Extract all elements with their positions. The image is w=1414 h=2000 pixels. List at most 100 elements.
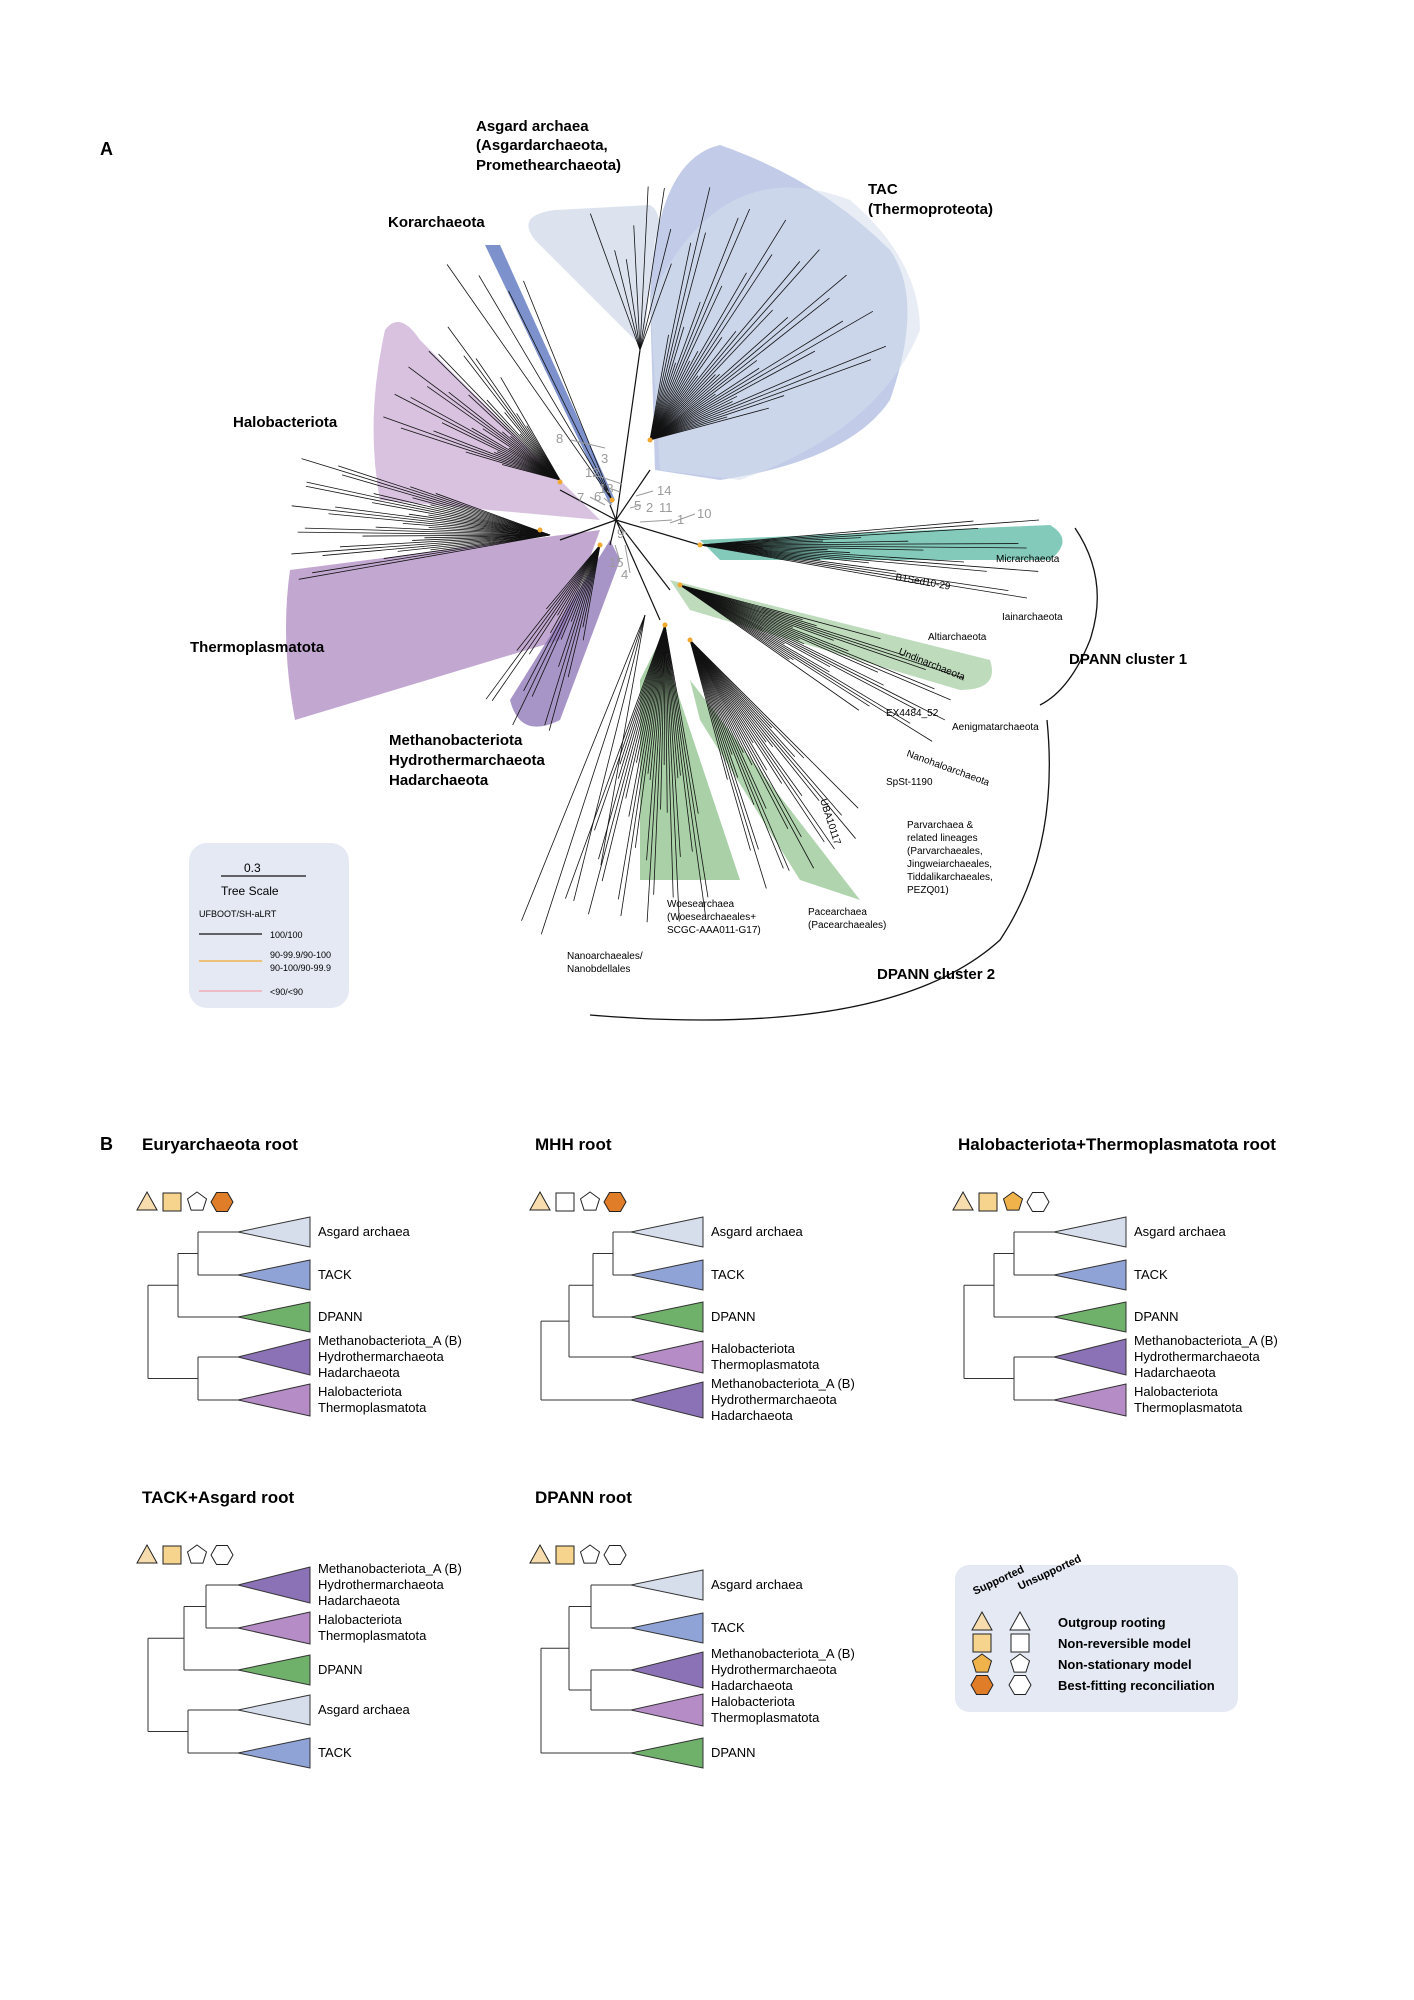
methano-label: Methanobacteriota Hydrothermarchaeota Ha… bbox=[389, 732, 546, 789]
tree-branch bbox=[568, 1284, 631, 1358]
clade-triangle bbox=[630, 1651, 704, 1689]
pentagon-icon bbox=[579, 1544, 601, 1564]
clade-triangle bbox=[630, 1569, 704, 1601]
node-14: 14 bbox=[657, 483, 671, 498]
svg-text:Hydrothermarchaeota: Hydrothermarchaeota bbox=[389, 752, 546, 769]
svg-text:(Parvarchaeales,: (Parvarchaeales, bbox=[907, 846, 983, 857]
clade-label: TACK bbox=[711, 1267, 745, 1282]
clade-triangle bbox=[1053, 1259, 1127, 1291]
rooting-tree: Halobacteriota+Thermoplasmatota rootAsga… bbox=[952, 1135, 1278, 1417]
micrarchaeota-label: Micrarchaeota bbox=[996, 554, 1060, 565]
clade-label: TACK bbox=[1134, 1267, 1168, 1282]
clade-triangle bbox=[237, 1694, 311, 1726]
clade-triangle bbox=[1053, 1301, 1127, 1333]
node-4: 4 bbox=[621, 567, 628, 582]
tree-branch bbox=[147, 1637, 188, 1732]
tree-branch bbox=[963, 1284, 1014, 1379]
clade-label: DPANN bbox=[318, 1309, 363, 1324]
clade-label: Hydrothermarchaeota bbox=[711, 1662, 837, 1677]
svg-text:90-99.9/90-100: 90-99.9/90-100 bbox=[270, 950, 331, 960]
square-icon bbox=[555, 1192, 575, 1212]
pentagon-icon bbox=[186, 1544, 208, 1564]
spsti-label: SpSt-1190 bbox=[886, 777, 933, 788]
tree-branch bbox=[540, 1647, 631, 1754]
legend-row-outgroup: Outgroup rooting bbox=[1058, 1615, 1166, 1630]
symbol-legend: Supported Unsupported Outgroup rooting N… bbox=[955, 1553, 1238, 1712]
svg-text:(Asgardarchaeota,: (Asgardarchaeota, bbox=[476, 137, 608, 154]
uba-label: UBA10117 bbox=[817, 798, 842, 847]
hexagon-icon bbox=[1026, 1192, 1050, 1212]
svg-text:Methanobacteriota: Methanobacteriota bbox=[389, 732, 523, 749]
square-icon bbox=[162, 1192, 182, 1212]
pentagon-icon bbox=[1009, 1653, 1031, 1673]
clade-label: Halobacteriota bbox=[711, 1694, 796, 1709]
node-6: 6 bbox=[594, 489, 601, 504]
clade-label: Halobacteriota bbox=[318, 1384, 403, 1399]
triangle-icon bbox=[136, 1190, 158, 1211]
clade-triangle bbox=[237, 1654, 311, 1686]
clade-label: Methanobacteriota_A (B) bbox=[711, 1646, 855, 1661]
triangle-icon bbox=[529, 1190, 551, 1211]
clade-triangle bbox=[1053, 1216, 1127, 1248]
clade-label: Asgard archaea bbox=[1134, 1224, 1227, 1239]
svg-text:Tiddalikarchaeales,: Tiddalikarchaeales, bbox=[907, 872, 993, 883]
svg-text:PEZQ01): PEZQ01) bbox=[907, 885, 949, 896]
clade-label: TACK bbox=[711, 1620, 745, 1635]
square-icon bbox=[1010, 1633, 1030, 1653]
clade-label: Hadarchaeota bbox=[318, 1593, 400, 1608]
hexagon-icon bbox=[970, 1675, 994, 1695]
triangle-icon bbox=[136, 1543, 158, 1564]
altiarchaeota-label: Altiarchaeota bbox=[928, 632, 987, 643]
tree-branch bbox=[183, 1606, 238, 1671]
clade-triangle bbox=[630, 1340, 704, 1374]
clade-label: Hydrothermarchaeota bbox=[318, 1577, 444, 1592]
clade-triangle bbox=[237, 1383, 311, 1417]
tree-title: DPANN root bbox=[535, 1488, 632, 1507]
aenigmatarchaeota-label: Aenigmatarchaeota bbox=[952, 722, 1039, 733]
clade-triangle bbox=[1053, 1338, 1127, 1376]
clade-label: TACK bbox=[318, 1267, 352, 1282]
node-13: 13 bbox=[599, 481, 613, 496]
svg-text:Asgard archaea: Asgard archaea bbox=[476, 118, 589, 135]
svg-text:Jingweiarchaeales,: Jingweiarchaeales, bbox=[907, 859, 992, 870]
clade-triangle bbox=[630, 1301, 704, 1333]
clade-triangle bbox=[630, 1259, 704, 1291]
clade-label: Thermoplasmatota bbox=[711, 1357, 820, 1372]
b1sed-label: B1Sed10-29 bbox=[894, 572, 951, 593]
clade-label: Thermoplasmatota bbox=[318, 1628, 427, 1643]
tree-branch bbox=[568, 1606, 591, 1691]
clade-label: Asgard archaea bbox=[711, 1577, 804, 1592]
node-arrows bbox=[570, 439, 696, 574]
svg-text:Parvarchaea &: Parvarchaea & bbox=[907, 820, 973, 831]
tree-branch bbox=[1013, 1231, 1054, 1276]
clade-label: DPANN bbox=[1134, 1309, 1179, 1324]
tree-branch bbox=[147, 1284, 198, 1379]
clade-triangle bbox=[237, 1611, 311, 1645]
square-icon bbox=[162, 1545, 182, 1565]
clade-triangle bbox=[630, 1737, 704, 1769]
pentagon-icon bbox=[579, 1191, 601, 1211]
halobacteriota-label: Halobacteriota bbox=[233, 414, 338, 431]
clade-triangle bbox=[630, 1381, 704, 1419]
panel-b-letter: B bbox=[100, 1134, 113, 1154]
dpann-green-wedge2 bbox=[640, 640, 740, 880]
dpann-cluster1-label: DPANN cluster 1 bbox=[1069, 651, 1187, 668]
clade-label: Halobacteriota bbox=[711, 1341, 796, 1356]
svg-text:<90/<90: <90/<90 bbox=[270, 987, 303, 997]
tree-branch bbox=[592, 1253, 631, 1318]
triangle-icon bbox=[952, 1190, 974, 1211]
node-8: 8 bbox=[556, 431, 563, 446]
svg-text:related lineages: related lineages bbox=[907, 833, 978, 844]
tree-branch bbox=[205, 1584, 238, 1629]
svg-text:(Thermoproteota): (Thermoproteota) bbox=[868, 201, 993, 218]
clade-label: Halobacteriota bbox=[1134, 1384, 1219, 1399]
tree-title: TACK+Asgard root bbox=[142, 1488, 295, 1507]
tac-label: TAC (Thermoproteota) bbox=[868, 181, 993, 218]
clade-triangle bbox=[237, 1259, 311, 1291]
asgard-label: Asgard archaea (Asgardarchaeota, Prometh… bbox=[476, 118, 621, 174]
clade-triangle bbox=[237, 1566, 311, 1604]
hexagon-icon bbox=[210, 1545, 234, 1565]
